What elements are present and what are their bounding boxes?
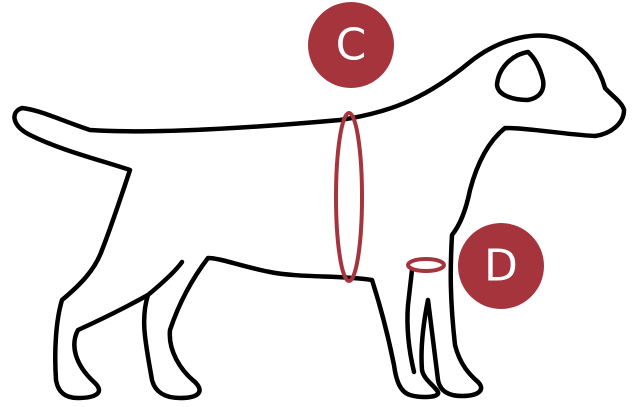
marker-d: D [458, 223, 544, 309]
leg-circumference-ring [408, 259, 444, 271]
marker-c: C [308, 2, 394, 88]
marker-c-label: C [336, 20, 367, 71]
ear-outline [497, 52, 543, 100]
chest-girth-ring [336, 113, 362, 281]
hind-leg-detail [148, 262, 182, 295]
front-leg-detail [407, 270, 414, 372]
dog-body-outline [14, 36, 624, 398]
marker-d-label: D [484, 241, 518, 292]
